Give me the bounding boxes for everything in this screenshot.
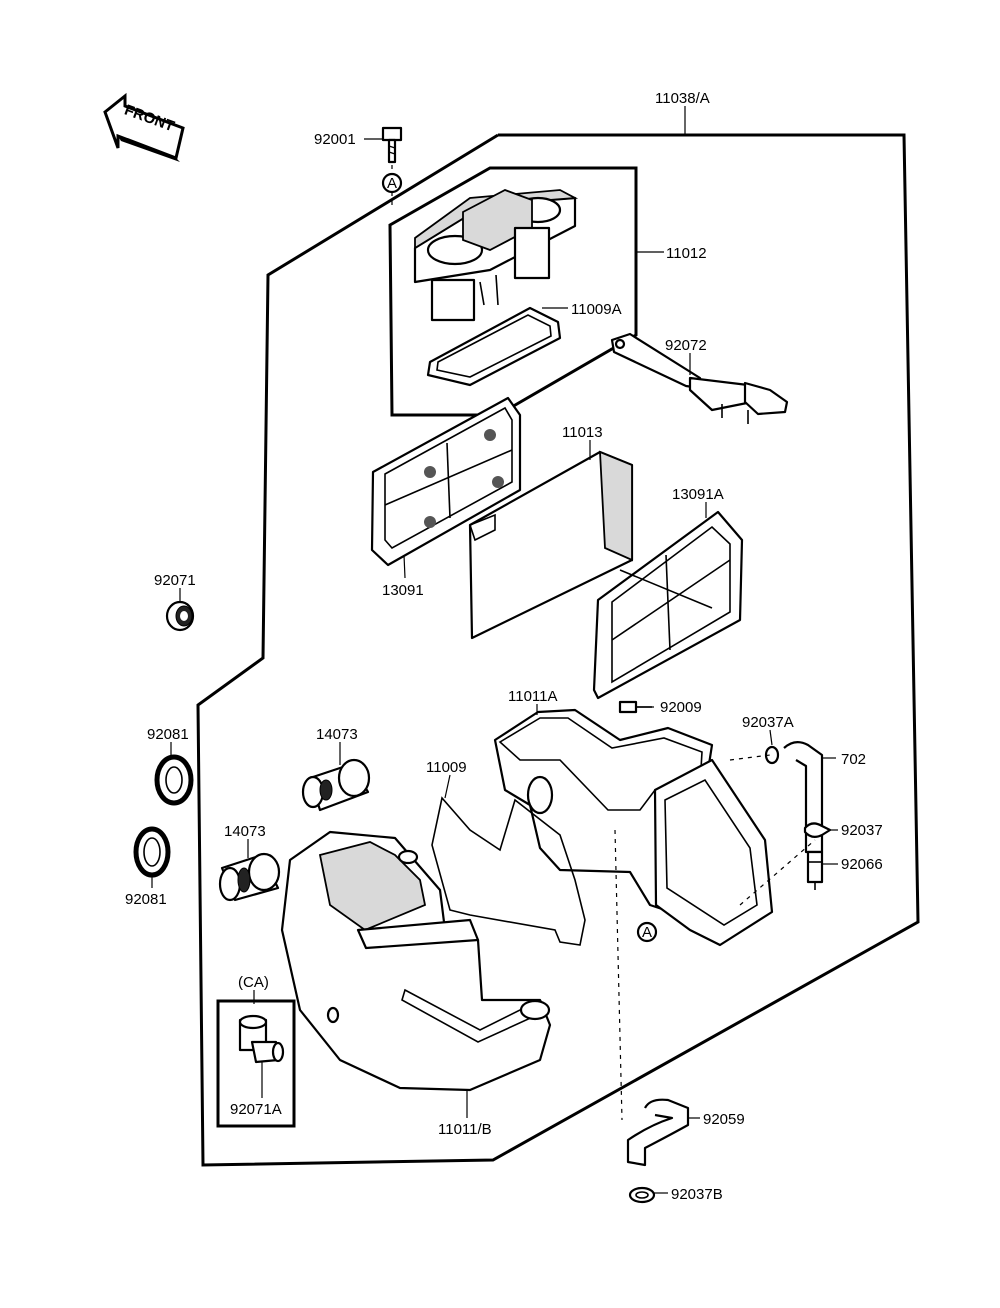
label-92081-bottom: 92081 (125, 891, 167, 908)
bracket-92072 (610, 332, 789, 424)
hose-92059 (626, 1098, 690, 1167)
cover-group-box (388, 166, 638, 417)
label-92081-top: 92081 (147, 726, 189, 743)
part-labels: 11038/A 92001 A 11012 11009A 92072 11013… (125, 90, 883, 1203)
assembly-outline (196, 133, 920, 1167)
front-arrow-icon: FRONT (103, 92, 185, 162)
filter-cover-11012 (413, 189, 579, 322)
label-92037A: 92037A (742, 714, 794, 731)
label-13091A: 13091A (672, 486, 724, 503)
label-14073-top: 14073 (316, 726, 358, 743)
plug-92066 (806, 850, 824, 890)
label-92071A: 92071A (230, 1101, 282, 1118)
label-11009A: 11009A (571, 301, 622, 318)
clamp-92037B (628, 1186, 656, 1204)
label-92072: 92072 (665, 337, 707, 354)
label-11011A: 11011A (508, 688, 558, 705)
label-11013: 11013 (562, 424, 603, 441)
label-92001: 92001 (314, 131, 356, 148)
gasket-11009A (426, 306, 562, 387)
seal-ring-92081-bottom (133, 826, 171, 878)
label-13091: 13091 (382, 582, 424, 599)
filter-element-11013 (468, 450, 634, 640)
label-11038A: 11038/A (655, 90, 710, 107)
duct-14073-top (301, 758, 371, 812)
label-92066: 92066 (841, 856, 883, 873)
label-11012: 11012 (666, 245, 707, 262)
clip-92037 (803, 822, 832, 839)
bolt-92001 (381, 126, 403, 164)
fitting-92071A (238, 1014, 285, 1064)
label-92037: 92037 (841, 822, 883, 839)
label-92009: 92009 (660, 699, 702, 716)
reference-circle-a-top (381, 172, 403, 194)
filter-screen-13091 (370, 396, 522, 567)
ca-group-box (216, 999, 296, 1128)
leader-lines (151, 106, 838, 1194)
label-circle-a-bottom: A (642, 924, 652, 941)
gasket-11009 (431, 796, 586, 946)
reference-circle-a-bottom (636, 921, 658, 943)
filter-screen-13091A (592, 510, 744, 700)
upper-case-11011A (493, 708, 774, 947)
seal-ring-92081-top (154, 754, 194, 806)
label-92059: 92059 (703, 1111, 745, 1128)
duct-14073-left (218, 852, 281, 902)
label-ca: (CA) (238, 974, 269, 991)
label-circle-a-top: A (387, 175, 397, 192)
grommet-92071 (165, 600, 195, 632)
label-11011B: 11011/B (438, 1121, 492, 1138)
label-702: 702 (841, 751, 866, 768)
lower-case-11011B (280, 830, 552, 1092)
label-11009: 11009 (426, 759, 467, 776)
label-92037B: 92037B (671, 1186, 723, 1203)
label-92071: 92071 (154, 572, 196, 589)
label-14073-left: 14073 (224, 823, 266, 840)
